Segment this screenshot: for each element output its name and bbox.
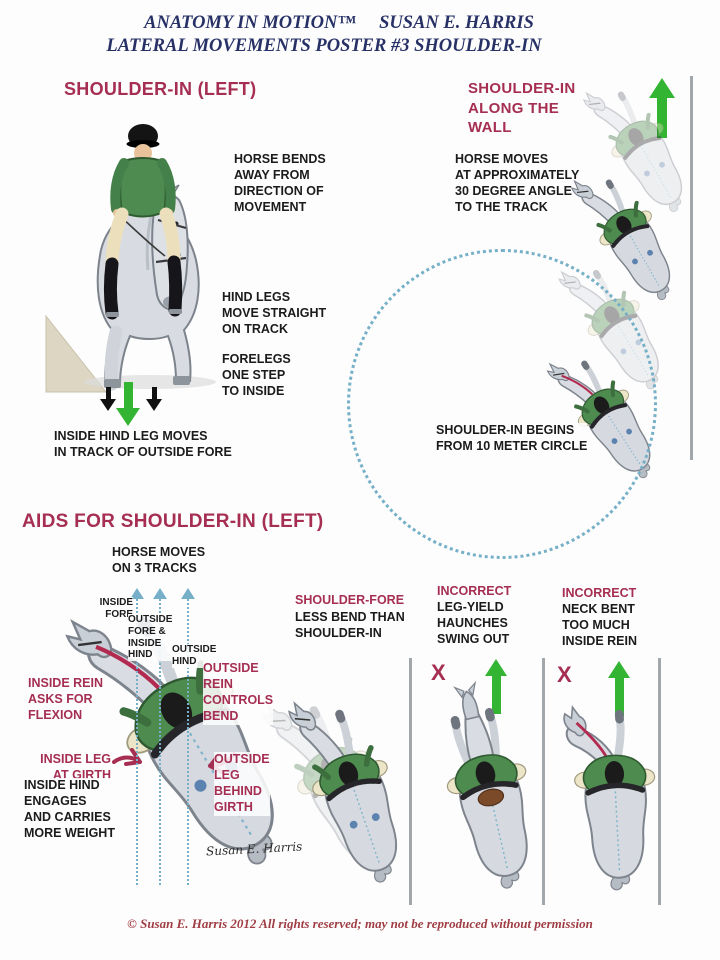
bend-note: HORSE BENDS AWAY FROM DIRECTION OF MOVEM… bbox=[234, 152, 326, 214]
green-up-arrow-icon bbox=[485, 659, 507, 714]
green-up-arrow-icon bbox=[649, 78, 675, 138]
incorrect-neck-bent-heading: INCORRECT bbox=[562, 586, 637, 600]
copyright-notice: © Susan E. Harris 2012 All rights reserv… bbox=[127, 916, 593, 931]
green-up-arrow-icon bbox=[608, 661, 630, 716]
poster-header: ANATOMY IN MOTION™ SUSAN E. HARRIS bbox=[0, 13, 678, 34]
outside-leg-label: OUTSIDE LEG BEHIND GIRTH bbox=[214, 752, 270, 816]
author-title: SUSAN E. HARRIS bbox=[379, 13, 534, 33]
shoulder-fore-horse-illustration bbox=[290, 662, 414, 904]
incorrect-neck-bent-note: NECK BENT TOO MUCH INSIDE REIN bbox=[562, 602, 638, 648]
black-down-arrow-icon bbox=[100, 387, 116, 411]
outside-hind-track-arrow-icon bbox=[181, 588, 195, 885]
brand-title: ANATOMY IN MOTION™ bbox=[144, 13, 356, 33]
green-down-arrow-icon bbox=[116, 382, 140, 426]
leg-yield-horse-illustration bbox=[426, 665, 546, 910]
inside-hind-track-note: INSIDE HIND LEG MOVES IN TRACK OF OUTSID… bbox=[54, 429, 232, 459]
arena-wall-line bbox=[542, 658, 545, 905]
x-mark-icon: X bbox=[557, 662, 572, 687]
hind-legs-note: HIND LEGS MOVE STRAIGHT ON TRACK bbox=[222, 290, 327, 336]
track-label-inside-fore: INSIDE FORE bbox=[95, 597, 133, 621]
arena-track-ground bbox=[45, 314, 108, 393]
arena-wall-line bbox=[658, 658, 661, 905]
circle-note: SHOULDER-IN BEGINS FROM 10 METER CIRCLE bbox=[436, 423, 588, 455]
black-down-arrow-icon bbox=[146, 387, 162, 411]
aids-heading: AIDS FOR SHOULDER-IN (LEFT) bbox=[22, 511, 324, 532]
arena-wall-line bbox=[409, 658, 412, 905]
ten-meter-circle bbox=[347, 249, 657, 559]
inside-hind-label: INSIDE HIND ENGAGES AND CARRIES MORE WEI… bbox=[24, 778, 115, 842]
shoulder-fore-heading: SHOULDER-FORE bbox=[295, 593, 405, 607]
track-label-outside-fore-inside-hind: OUTSIDE FORE & INSIDE HIND bbox=[128, 614, 173, 662]
incorrect-leg-yield-note: LEG-YIELD HAUNCHES SWING OUT bbox=[437, 600, 510, 646]
poster-subtitle: LATERAL MOVEMENTS POSTER #3 SHOULDER-IN bbox=[106, 36, 542, 56]
incorrect-leg-yield-heading: INCORRECT bbox=[437, 584, 512, 598]
three-tracks-note: HORSE MOVES ON 3 TRACKS bbox=[112, 545, 206, 575]
front-view-horse-rider-illustration bbox=[45, 124, 216, 393]
inside-rein-label: INSIDE REIN ASKS FOR FLEXION bbox=[28, 676, 104, 724]
x-mark-icon: X bbox=[431, 660, 446, 685]
shoulder-in-left-heading: SHOULDER-IN (LEFT) bbox=[64, 79, 257, 99]
outside-rein-label: OUTSIDE REIN CONTROLS BEND bbox=[203, 661, 274, 725]
inside-fore-track-arrow-icon bbox=[130, 588, 144, 885]
arena-wall-line bbox=[690, 76, 693, 460]
shoulder-fore-note: LESS BEND THAN SHOULDER-IN bbox=[295, 610, 405, 640]
along-wall-heading: SHOULDER-IN ALONG THE WALL bbox=[468, 80, 576, 136]
angle-note: HORSE MOVES AT APPROXIMATELY 30 DEGREE A… bbox=[455, 152, 580, 214]
forelegs-note: FORELEGS ONE STEP TO INSIDE bbox=[222, 352, 291, 398]
outside-fore-inside-hind-track-arrow-icon bbox=[153, 588, 167, 885]
